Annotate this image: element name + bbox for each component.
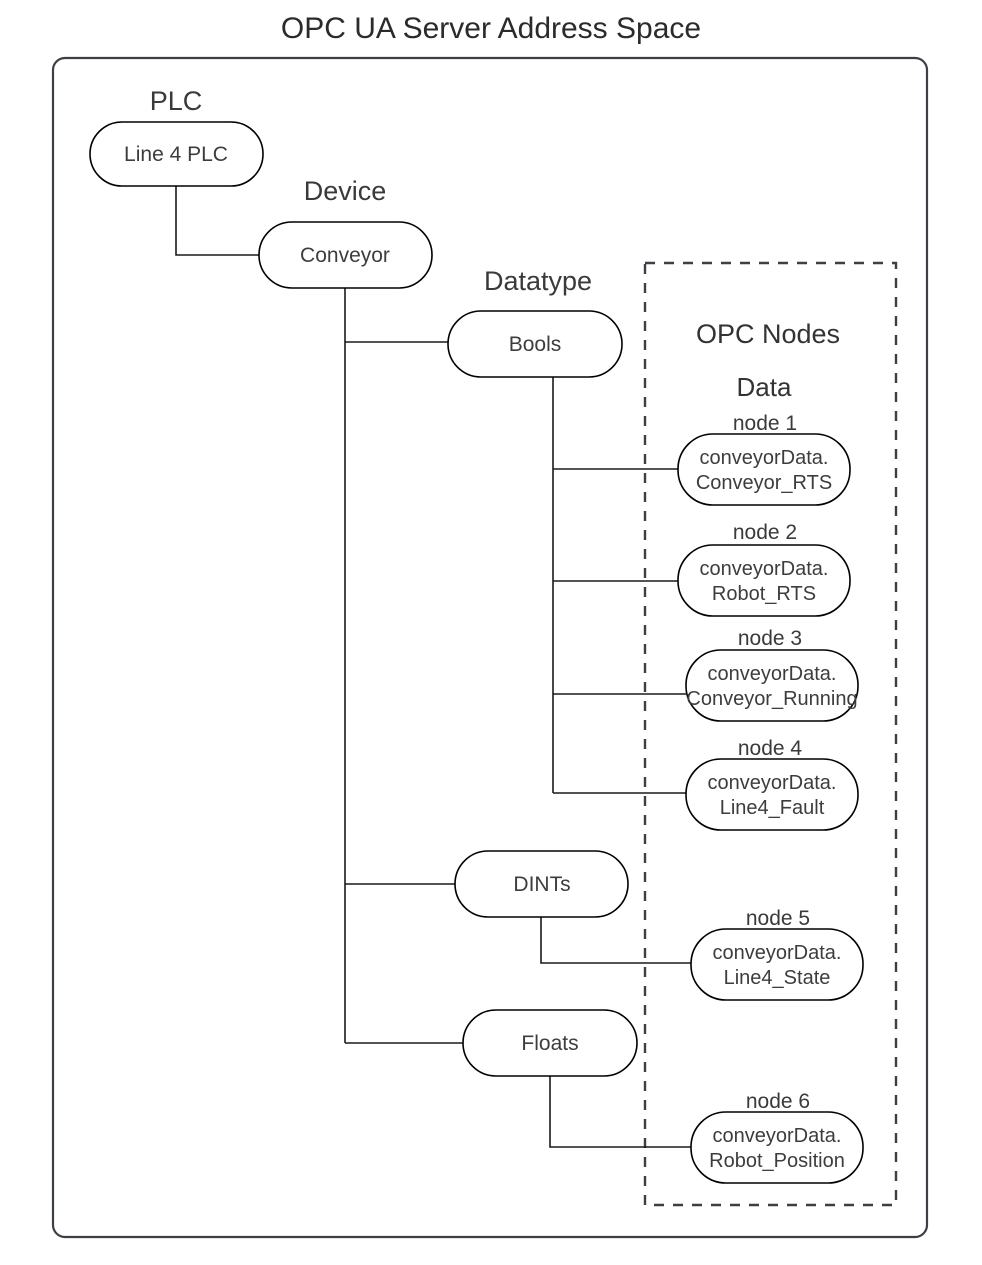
opc-node-4-caption: node 4 <box>738 737 803 760</box>
node-datatype-bools[interactable]: Bools <box>447 310 623 378</box>
opc-node-5-caption: node 5 <box>746 907 810 930</box>
node-floats-shape[interactable] <box>462 1009 638 1077</box>
opc-nodes-dashed-frame <box>643 261 898 1207</box>
opc-node-6-line2: Robot_Position <box>709 1150 845 1172</box>
opc-node-2-line2: Robot_RTS <box>712 583 816 605</box>
opc-node-5-line1: conveyorData. <box>713 942 842 964</box>
group-label-device: Device <box>304 176 387 206</box>
node-bools-label: Bools <box>509 333 562 356</box>
page-title: OPC UA Server Address Space <box>281 12 701 45</box>
opc-node-2[interactable]: conveyorData. Robot_RTS <box>677 544 851 617</box>
opc-node-1-line1: conveyorData. <box>700 447 829 469</box>
opc-node-1[interactable]: conveyorData. Conveyor_RTS <box>677 433 851 506</box>
connector-plc-to-device <box>175 186 259 256</box>
connector-floats-to-node-6 <box>549 1076 691 1148</box>
opc-node-4-line1: conveyorData. <box>708 772 837 794</box>
group-label-datatype: Datatype <box>484 266 592 296</box>
opc-node-2-shape[interactable] <box>677 544 851 617</box>
opc-node-3-line1: conveyorData. <box>708 663 837 685</box>
opc-node-5[interactable]: conveyorData. Line4_State <box>690 928 864 1001</box>
opc-node-3-line2: Conveyor_Running <box>686 688 857 710</box>
server-address-space-frame <box>51 56 929 1239</box>
opc-node-3-shape[interactable] <box>685 649 859 722</box>
opc-node-2-line1: conveyorData. <box>700 558 829 580</box>
group-label-plc: PLC <box>150 86 203 116</box>
connector-dints-to-node-5 <box>540 917 691 964</box>
group-label-opc-nodes: OPC Nodes <box>696 319 840 349</box>
opc-node-6-caption: node 6 <box>746 1090 810 1113</box>
opc-node-3-caption: node 3 <box>738 627 802 650</box>
node-dints-label: DINTs <box>513 873 570 896</box>
opc-node-4-line2: Line4_Fault <box>720 797 825 819</box>
opc-node-6[interactable]: conveyorData. Robot_Position <box>690 1111 864 1184</box>
node-floats-label: Floats <box>521 1032 578 1055</box>
opc-node-4[interactable]: conveyorData. Line4_Fault <box>685 758 859 831</box>
node-plc-shape[interactable] <box>89 121 264 187</box>
opc-node-5-shape[interactable] <box>690 928 864 1001</box>
node-device-shape[interactable] <box>258 221 433 289</box>
node-datatype-dints[interactable]: DINTs <box>454 850 629 918</box>
node-plc[interactable]: Line 4 PLC <box>89 121 264 187</box>
opc-node-1-line2: Conveyor_RTS <box>696 472 832 494</box>
opc-node-1-caption: node 1 <box>733 412 797 435</box>
node-datatype-floats[interactable]: Floats <box>462 1009 638 1077</box>
opc-node-6-line1: conveyorData. <box>713 1125 842 1147</box>
opc-node-3[interactable]: conveyorData. Conveyor_Running <box>685 649 859 722</box>
node-device[interactable]: Conveyor <box>258 221 433 289</box>
opc-node-4-shape[interactable] <box>685 758 859 831</box>
node-device-label: Conveyor <box>300 244 390 267</box>
opc-node-5-line2: Line4_State <box>724 967 831 989</box>
group-label-data: Data <box>737 372 792 402</box>
opc-node-6-shape[interactable] <box>690 1111 864 1184</box>
opc-node-1-shape[interactable] <box>677 433 851 506</box>
node-plc-label: Line 4 PLC <box>124 143 228 166</box>
node-dints-shape[interactable] <box>454 850 629 918</box>
opc-node-2-caption: node 2 <box>733 521 797 544</box>
node-bools-shape[interactable] <box>447 310 623 378</box>
